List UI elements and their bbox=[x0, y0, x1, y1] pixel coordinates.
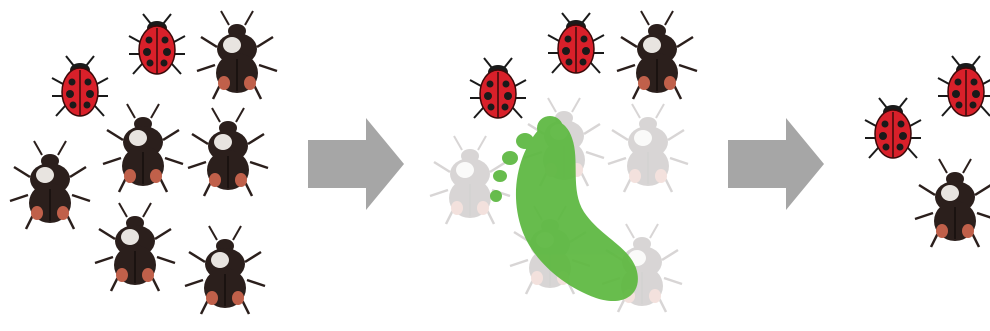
beetle-icon bbox=[95, 203, 175, 291]
ladybug-icon bbox=[470, 58, 526, 118]
beetle-icon bbox=[185, 226, 265, 314]
footprint-icon bbox=[490, 116, 638, 301]
beetle-icon bbox=[617, 11, 697, 99]
panel-initial bbox=[10, 11, 277, 314]
beetle-icon bbox=[608, 104, 688, 192]
panel-survivors bbox=[865, 56, 990, 247]
panel-trampled bbox=[430, 11, 697, 312]
arrow-right-icon bbox=[728, 118, 824, 210]
beetle-icon bbox=[197, 11, 277, 99]
ladybug-icon bbox=[865, 98, 921, 158]
beetle-icon bbox=[10, 141, 90, 229]
ladybug-icon bbox=[548, 13, 604, 73]
arrow-right-icon bbox=[308, 118, 404, 210]
beetle-icon bbox=[103, 104, 183, 192]
ladybug-icon bbox=[938, 56, 990, 116]
beetle-icon bbox=[188, 108, 268, 196]
ladybug-icon bbox=[129, 14, 185, 74]
beetle-icon bbox=[915, 159, 990, 247]
ladybug-icon bbox=[52, 56, 108, 116]
